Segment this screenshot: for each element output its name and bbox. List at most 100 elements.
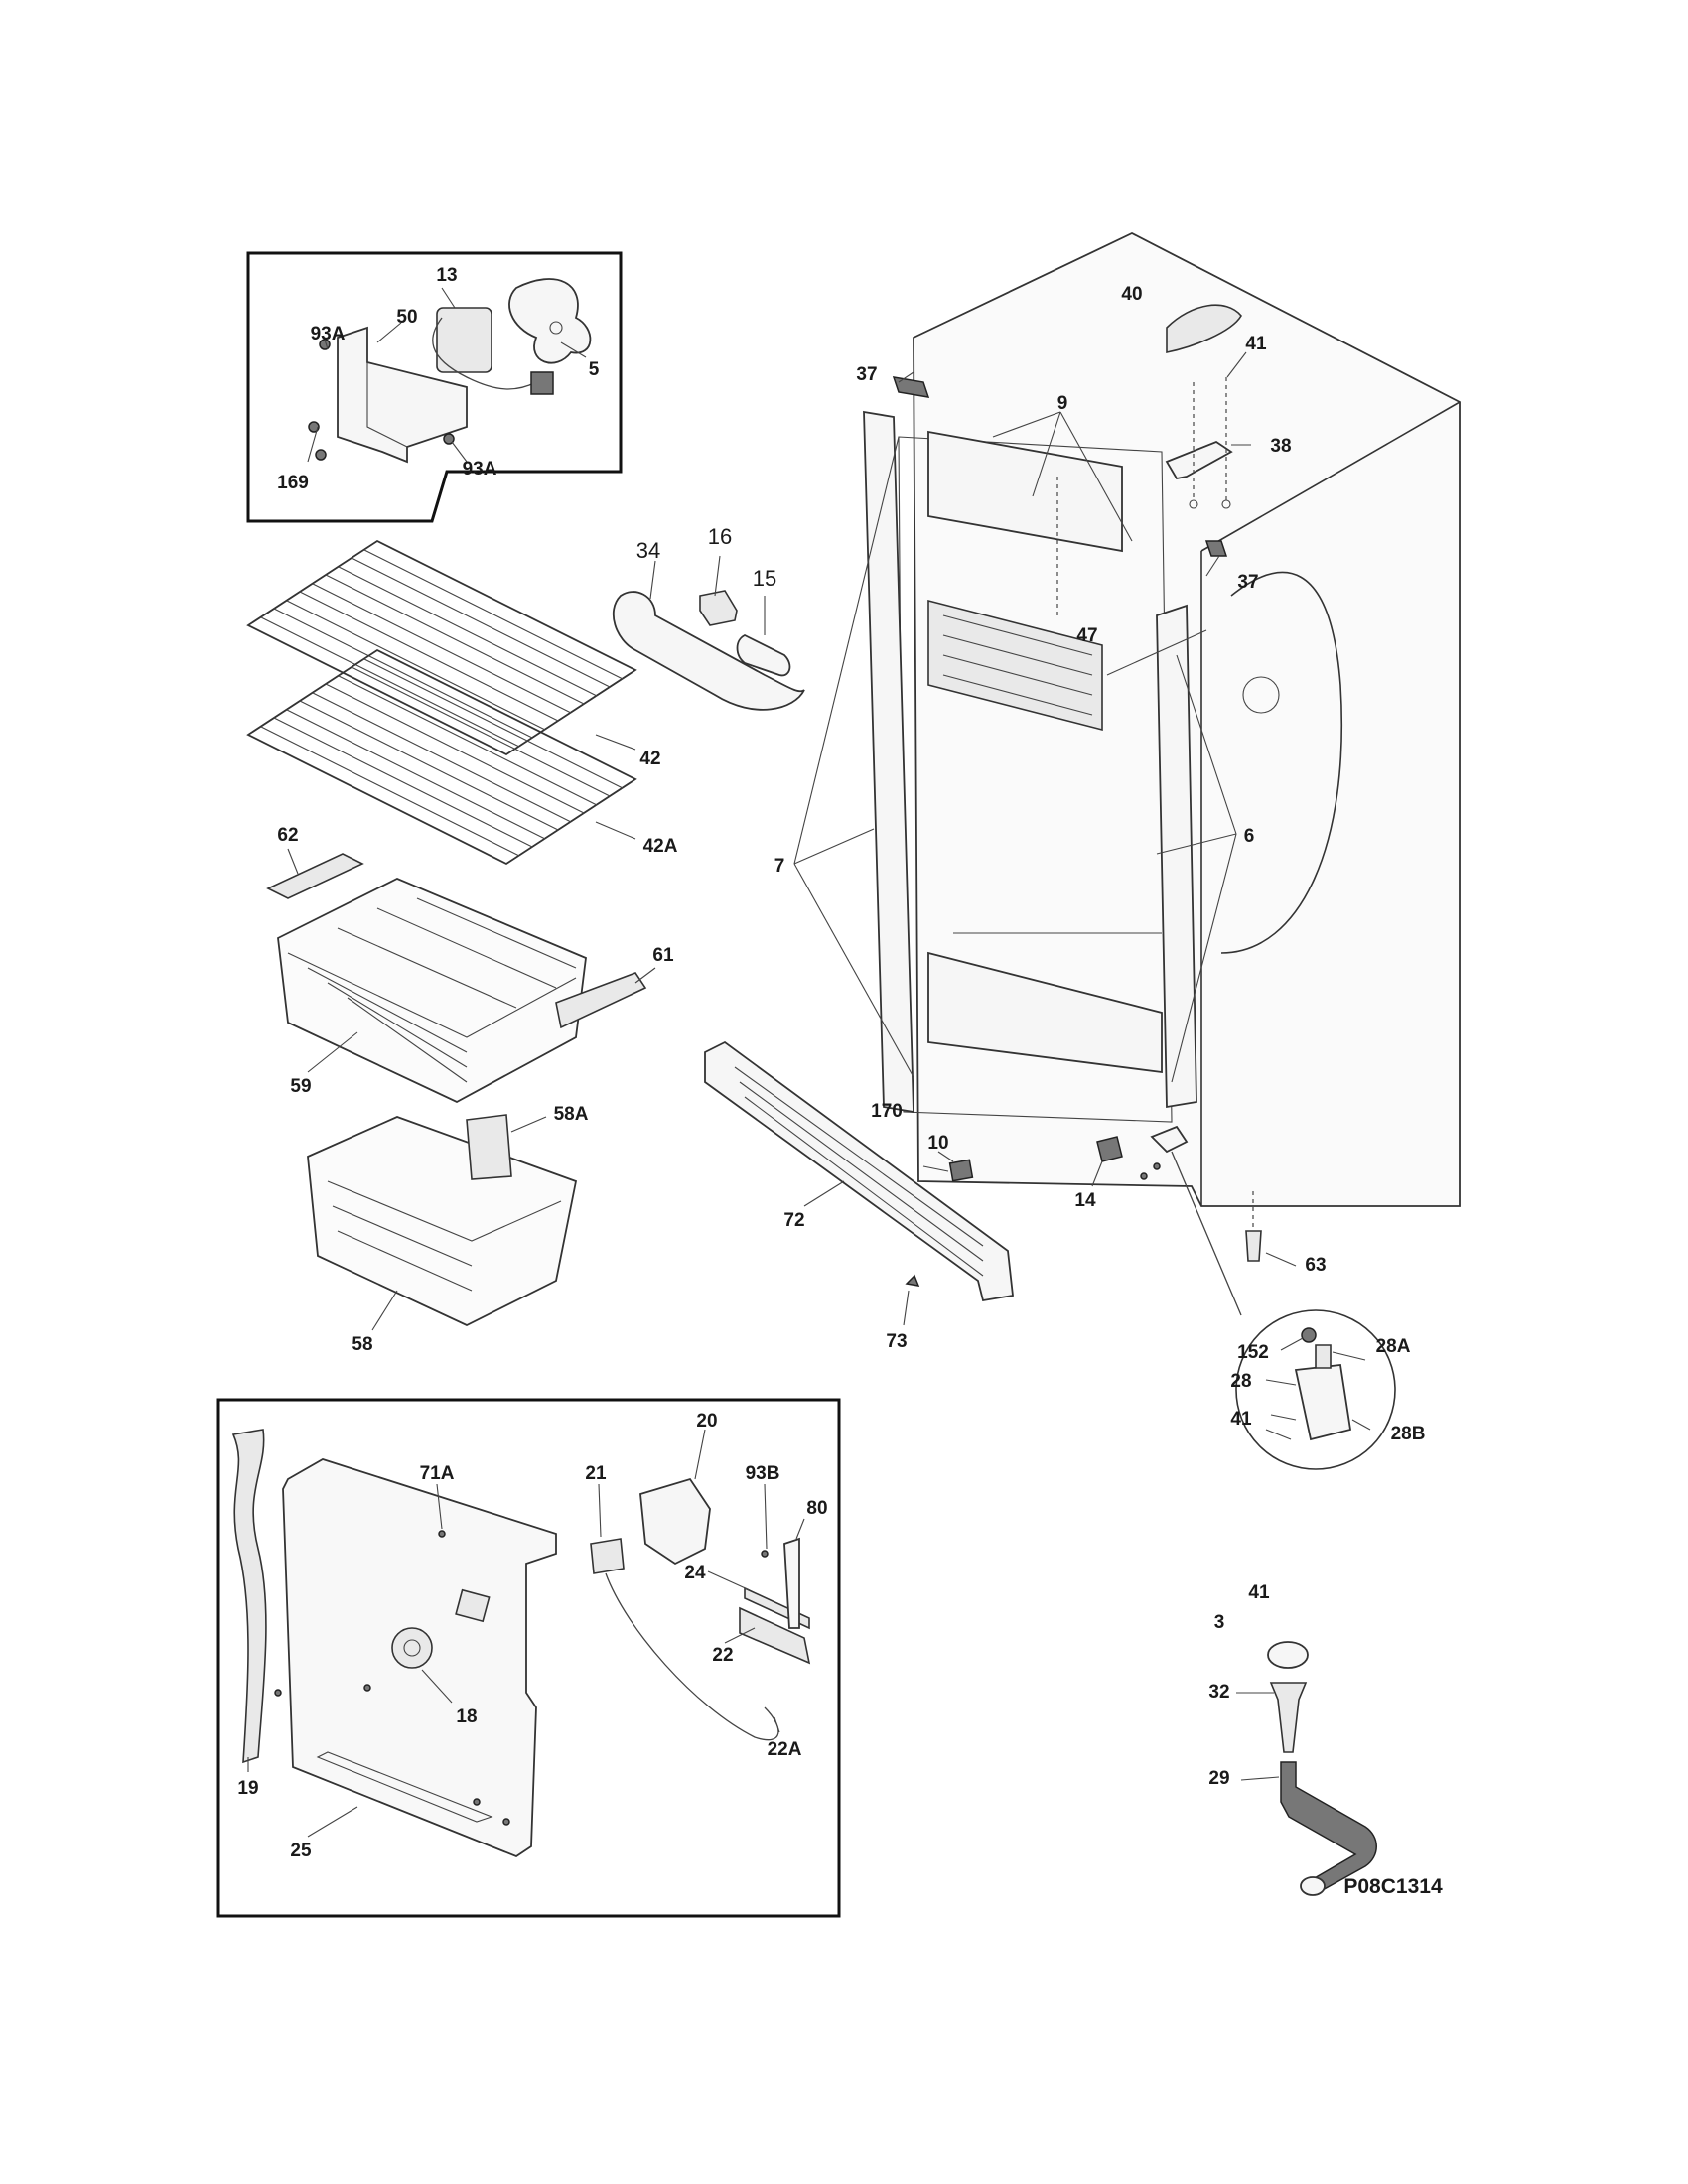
switch-14 [1096,1136,1123,1162]
air-duct-panel [927,599,1103,732]
label-3: 3 [1214,1612,1225,1633]
label-80: 80 [806,1498,827,1519]
wire-basket-small [307,1116,578,1326]
label-28a: 28A [1376,1336,1411,1357]
shelf-upper [246,539,637,756]
label-6: 6 [1244,826,1255,847]
bottom-hinge-bracket [1150,1125,1189,1154]
label-28b: 28B [1391,1424,1426,1444]
label-152: 152 [1237,1342,1269,1363]
label-63: 63 [1305,1255,1326,1276]
label-41-key: 41 [1248,1582,1270,1603]
basket-rail-right [555,972,647,1029]
label-37-left: 37 [856,364,877,385]
label-93a-top: 93A [311,324,346,344]
label-9: 9 [1057,393,1068,414]
basket-rail-left [266,853,364,899]
label-47: 47 [1076,625,1097,646]
gasket-left [863,410,914,1114]
label-5: 5 [589,359,600,380]
label-34: 34 [636,538,660,563]
basket-small [307,1114,578,1331]
label-93b: 93B [746,1463,780,1484]
label-37-right: 37 [1237,572,1258,593]
label-72: 72 [783,1210,804,1231]
bottom-hinge [1294,1364,1352,1441]
defrost-timer [590,1538,625,1574]
label-24: 24 [684,1563,706,1583]
basket-divider [466,1114,512,1180]
lock-cylinder [1269,1682,1308,1753]
label-50: 50 [396,307,417,328]
drain-seal-strip [231,1429,267,1764]
label-41-hinge: 41 [1230,1409,1252,1430]
leveling-leg [1245,1230,1262,1262]
cabinet [793,231,1461,1207]
label-38: 38 [1270,436,1291,457]
fan-blade [508,278,592,364]
screw-73 [905,1274,920,1287]
lock-key-assembly [1236,1641,1377,1896]
fan-grommet [391,1627,433,1669]
back-panel-inset [216,1398,841,1918]
label-59: 59 [290,1076,311,1097]
label-14: 14 [1074,1190,1096,1211]
defrost-cover [639,1477,711,1566]
switch-10 [948,1159,974,1182]
top-breaker-strip [927,430,1123,553]
shelf-lower [246,648,637,866]
top-hinge-cover [1166,304,1242,353]
light-bulb [736,633,791,677]
label-62: 62 [277,825,298,846]
label-42a: 42A [643,836,678,857]
label-29: 29 [1208,1768,1229,1789]
label-19: 19 [237,1778,258,1799]
label-41-top: 41 [1245,334,1267,354]
label-22: 22 [712,1645,733,1666]
lock-key [1280,1761,1377,1892]
label-18: 18 [456,1706,477,1727]
label-7: 7 [774,856,785,877]
label-22a: 22A [768,1739,802,1760]
label-21: 21 [585,1463,607,1484]
light-assembly [612,555,805,711]
hinge-pin [1315,1344,1332,1369]
label-42: 42 [639,749,660,769]
toe-grille [704,1040,1014,1302]
label-10: 10 [927,1133,948,1154]
label-40: 40 [1121,284,1142,305]
toe-grille-group [704,1040,1396,1470]
label-71a: 71A [420,1463,455,1484]
hinge-bushing [1301,1327,1317,1343]
wire-shelves [246,539,637,866]
basket-assembly [266,848,656,1104]
label-93a-bot: 93A [463,459,497,479]
label-13: 13 [436,265,457,286]
label-58: 58 [352,1334,372,1355]
label-25: 25 [290,1841,312,1861]
label-61: 61 [652,945,674,966]
label-170: 170 [871,1101,903,1122]
label-15: 15 [753,566,776,591]
heater-22 [739,1606,811,1665]
label-169: 169 [277,473,309,493]
label-20: 20 [696,1411,717,1432]
label-32: 32 [1208,1682,1229,1703]
fan-motor-inset [246,251,623,523]
label-16: 16 [708,524,732,549]
top-hinge [1165,440,1233,480]
label-28: 28 [1230,1371,1251,1392]
gasket-right [1156,604,1197,1109]
back-panel-inset-frame [216,1398,841,1918]
hinge-detail-circle [1235,1309,1396,1470]
fan-motor [436,307,492,373]
wire-basket-large [277,878,587,1104]
label-58a: 58A [554,1104,589,1125]
light-socket [699,590,738,626]
label-73: 73 [886,1331,907,1352]
bracket-80 [783,1537,800,1629]
fan-inset-frame [246,251,623,523]
drawing-code: P08C1314 [1343,1875,1443,1898]
light-shield [612,591,805,711]
